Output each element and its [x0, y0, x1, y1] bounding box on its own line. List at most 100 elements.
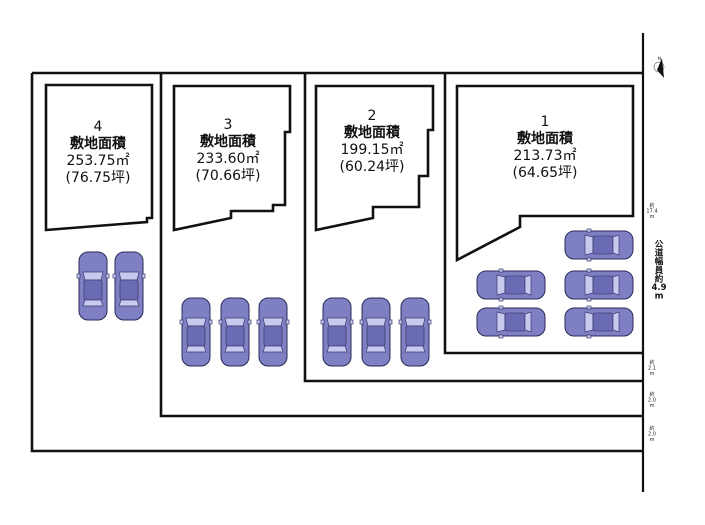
car-lot4-a-mirror-left — [76, 273, 81, 279]
lot2-frontage-2: m — [650, 371, 655, 377]
lot4-frontage-0: 約 — [649, 425, 654, 432]
car-lot1-b-windshield — [496, 274, 506, 296]
road-label-char-3: 員 — [654, 265, 664, 276]
car-lot2-a-roof — [327, 325, 347, 347]
car-lot2-b-rear-window — [365, 345, 387, 353]
car-lot3-b-windshield — [224, 317, 246, 327]
car-lot3-a — [179, 297, 213, 367]
car-lot3-c-roof — [263, 325, 283, 347]
lot-2-label: 敷地面積 — [344, 124, 401, 141]
road-label-char-0: 公 — [655, 240, 664, 250]
building-4 — [44, 83, 154, 232]
car-lot1-e-mirror-right — [586, 305, 592, 310]
car-lot4-b — [112, 251, 146, 321]
car-lot3-c-mirror-right — [285, 319, 290, 325]
car-lot4-a-roof — [83, 279, 103, 301]
car-lot1-e-windshield — [584, 311, 594, 333]
car-lot4-b-rear-window — [118, 299, 140, 307]
car-lot1-a — [564, 228, 634, 262]
lot-4-number: 4 — [94, 119, 103, 135]
car-lot1-c-rear-window — [612, 274, 620, 296]
building-1 — [455, 84, 635, 263]
car-lot3-b-roof — [225, 325, 245, 347]
lot1-frontage-0: 約 — [649, 202, 654, 209]
car-lot3-a-windshield — [185, 317, 207, 327]
car-lot2-a-rear-window — [326, 345, 348, 353]
road-label-char-5: 4.9 — [651, 283, 666, 293]
lot-3-number: 3 — [224, 117, 233, 133]
car-lot2-a-mirror-right — [349, 319, 354, 325]
building-2 — [314, 84, 435, 232]
car-lot1-c-mirror-left — [586, 297, 592, 302]
car-lot1-e — [564, 305, 634, 339]
car-lot1-e-roof — [592, 312, 614, 332]
lot-2-area-tsubo: (60.24坪) — [339, 159, 404, 175]
car-lot1-a-mirror-right — [586, 228, 592, 233]
car-lot3-a-roof — [186, 325, 206, 347]
car-lot1-b — [476, 268, 546, 302]
car-lot3-b — [218, 297, 252, 367]
lot3-frontage-1: 2.0 — [648, 398, 656, 404]
car-lot2-c-rear-window — [404, 345, 426, 353]
lot-1-number: 1 — [541, 114, 550, 130]
car-lot1-c-mirror-right — [586, 268, 592, 273]
car-lot2-c-windshield — [404, 317, 426, 327]
lot-4-info: 4 敷地面積 253.75㎡ (76.75坪) — [65, 119, 130, 186]
compass-letter: N — [658, 56, 661, 61]
car-lot1-d-mirror-left — [498, 334, 504, 339]
lot3-frontage-0: 約 — [649, 391, 654, 398]
lot-3-area-m2: 233.60㎡ — [197, 151, 260, 167]
lot2-frontage-1: 2.1 — [648, 366, 656, 372]
parking-cars — [76, 228, 634, 367]
car-lot4-a — [76, 251, 110, 321]
car-lot1-b-rear-window — [524, 274, 532, 296]
car-lot1-b-mirror-right — [498, 268, 504, 273]
car-lot1-e-mirror-left — [586, 334, 592, 339]
lot-1-area-m2: 213.73㎡ — [514, 148, 577, 164]
car-lot2-a — [320, 297, 354, 367]
car-lot2-b-mirror-right — [388, 319, 393, 325]
car-lot4-a-mirror-right — [105, 273, 110, 279]
car-lot1-c — [564, 268, 634, 302]
car-lot3-b-mirror-right — [247, 319, 252, 325]
lot-2-area-m2: 199.15㎡ — [341, 142, 404, 158]
car-lot2-c-roof — [405, 325, 425, 347]
lot-2-number: 2 — [368, 108, 377, 124]
building-footprints — [44, 83, 635, 263]
car-lot1-a-mirror-left — [586, 257, 592, 262]
car-lot2-b-roof — [366, 325, 386, 347]
car-lot3-b-rear-window — [224, 345, 246, 353]
car-lot4-a-windshield — [82, 271, 104, 281]
car-lot1-d-windshield — [496, 311, 506, 333]
lot1-frontage-1: 17.4 — [646, 209, 657, 215]
lot-3-label: 敷地面積 — [200, 133, 257, 150]
car-lot1-a-windshield — [584, 234, 594, 256]
car-lot1-d-mirror-right — [498, 305, 504, 310]
car-lot3-b-mirror-left — [218, 319, 223, 325]
car-lot4-b-mirror-left — [112, 273, 117, 279]
car-lot2-b-windshield — [365, 317, 387, 327]
car-lot2-b-mirror-left — [359, 319, 364, 325]
car-lot2-b — [359, 297, 393, 367]
lot-3-info: 3 敷地面積 233.60㎡ (70.66坪) — [195, 117, 260, 184]
lot-1-label: 敷地面積 — [517, 130, 574, 147]
car-lot2-a-mirror-left — [320, 319, 325, 325]
lot-1-info: 1 敷地面積 213.73㎡ (64.65坪) — [512, 114, 577, 181]
north-compass: N — [653, 56, 665, 78]
car-lot4-b-windshield — [118, 271, 140, 281]
road-label-char-1: 道 — [655, 248, 664, 259]
car-lot3-c — [256, 297, 290, 367]
lot-3-area-tsubo: (70.66坪) — [195, 168, 260, 184]
car-lot3-a-mirror-left — [179, 319, 184, 325]
car-lot1-e-rear-window — [612, 311, 620, 333]
lot1-frontage-2: m — [650, 214, 655, 220]
car-lot4-b-roof — [119, 279, 139, 301]
car-lot1-a-rear-window — [612, 234, 620, 256]
car-lot4-a-rear-window — [82, 299, 104, 307]
car-lot1-d-rear-window — [524, 311, 532, 333]
car-lot4-b-mirror-right — [141, 273, 146, 279]
lot2-frontage-0: 約 — [649, 359, 654, 366]
lot-2-info: 2 敷地面積 199.15㎡ (60.24坪) — [339, 108, 404, 175]
